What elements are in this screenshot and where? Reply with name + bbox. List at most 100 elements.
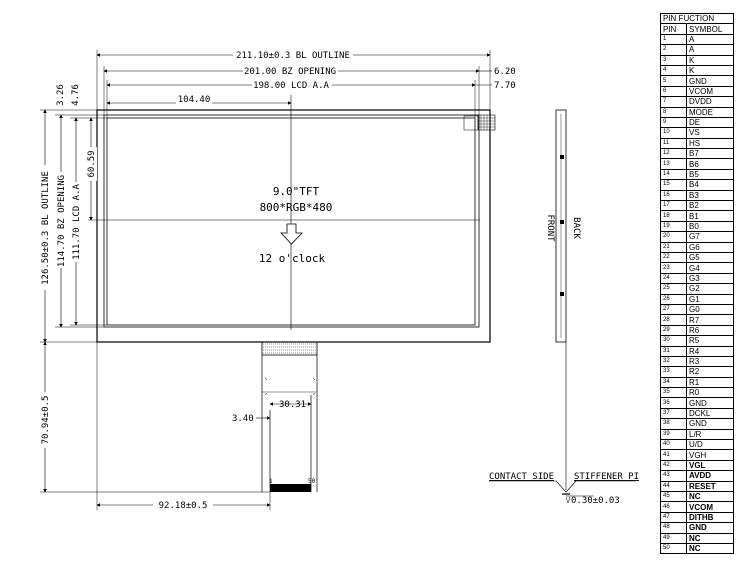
pin-number: 45 bbox=[660, 490, 687, 503]
label-bg bbox=[153, 500, 213, 510]
viewing-direction-arrow-icon bbox=[280, 223, 303, 245]
pin-symbol: DCKL bbox=[686, 407, 734, 420]
pin-number: 22 bbox=[660, 251, 687, 264]
pin-symbol: DVDD bbox=[686, 96, 734, 108]
pin-number: 7 bbox=[660, 96, 687, 108]
pin-number: 18 bbox=[660, 210, 687, 222]
label-bg bbox=[252, 79, 332, 90]
thickness-label: 0.30±0.03 bbox=[571, 496, 620, 506]
pin-number: 42 bbox=[660, 459, 687, 472]
pin-symbol: GND bbox=[686, 397, 734, 409]
dim-fpc-length: 70.94±0.5 bbox=[41, 396, 51, 445]
side-view-front: FRONT bbox=[545, 214, 555, 242]
label-bg bbox=[70, 182, 82, 262]
pin-symbol: R6 bbox=[686, 324, 734, 337]
pin-symbol: VCOM bbox=[686, 85, 734, 98]
pin-symbol: DE bbox=[686, 116, 734, 129]
pin-symbol: R4 bbox=[686, 345, 734, 357]
pin-symbol: R5 bbox=[686, 335, 734, 347]
pin-symbol: AVDD bbox=[686, 470, 734, 482]
fpc-connector-top bbox=[261, 341, 318, 356]
pin-symbol: K bbox=[686, 64, 734, 77]
pin-symbol: R3 bbox=[686, 355, 734, 368]
label-bg bbox=[176, 94, 212, 104]
pin-number: 29 bbox=[660, 324, 687, 337]
pin-number: 49 bbox=[660, 532, 687, 544]
pin-number: 39 bbox=[660, 428, 687, 441]
pin-symbol: B5 bbox=[686, 168, 734, 181]
pin-symbol: G4 bbox=[686, 262, 734, 274]
pin-symbol: NC bbox=[686, 490, 734, 503]
pin-table-col-pin: PIN bbox=[660, 23, 687, 35]
pin-symbol: G7 bbox=[686, 231, 734, 243]
pin-number: 5 bbox=[660, 75, 687, 87]
pin-symbol: R2 bbox=[686, 366, 734, 378]
pin-symbol: GND bbox=[686, 522, 734, 534]
pin-symbol: MODE bbox=[686, 106, 734, 118]
pin-symbol: B0 bbox=[686, 220, 734, 233]
fpc-pin-last: 50 bbox=[308, 478, 316, 485]
pin-symbol: A bbox=[686, 33, 734, 46]
label-bg bbox=[243, 65, 338, 76]
side-view-back: BACK bbox=[571, 217, 581, 239]
label-bg bbox=[85, 147, 97, 181]
bz-opening bbox=[103, 114, 480, 328]
pin-number: 46 bbox=[660, 501, 687, 513]
dim-right-offset-1: 6.20 bbox=[494, 67, 516, 77]
dim-top-offset-1: 3.26 bbox=[56, 84, 66, 106]
pin-symbol: B6 bbox=[686, 158, 734, 170]
pin-symbol: B4 bbox=[686, 179, 734, 191]
pin-number: 6 bbox=[660, 85, 687, 98]
pin-symbol: DITHB bbox=[686, 511, 734, 524]
dim-bz-height: 114.70 BZ OPENING bbox=[57, 175, 67, 267]
pin-number: 41 bbox=[660, 449, 687, 461]
pin-number: 20 bbox=[660, 231, 687, 243]
corner-notch bbox=[463, 115, 479, 131]
pin-symbol: NC bbox=[686, 542, 734, 555]
pin-symbol: HS bbox=[686, 137, 734, 150]
pin-number: 14 bbox=[660, 168, 687, 181]
pin-number: 11 bbox=[660, 137, 687, 150]
dim-top-offset-2: 4.76 bbox=[71, 84, 81, 106]
fpc-connector-pattern bbox=[263, 343, 316, 354]
pin-table-col-symbol: SYMBOL bbox=[686, 23, 734, 35]
pin-symbol: GND bbox=[686, 418, 734, 430]
pin-symbol: G1 bbox=[686, 293, 734, 305]
label-bg bbox=[38, 392, 51, 448]
dim-aa-height: 111.70 LCD A.A bbox=[72, 183, 82, 259]
pin-symbol: B7 bbox=[686, 148, 734, 160]
pin-number: 40 bbox=[660, 438, 687, 451]
pin-symbol: R7 bbox=[686, 314, 734, 326]
viewing-direction-label: 12 o'clock bbox=[259, 252, 326, 265]
